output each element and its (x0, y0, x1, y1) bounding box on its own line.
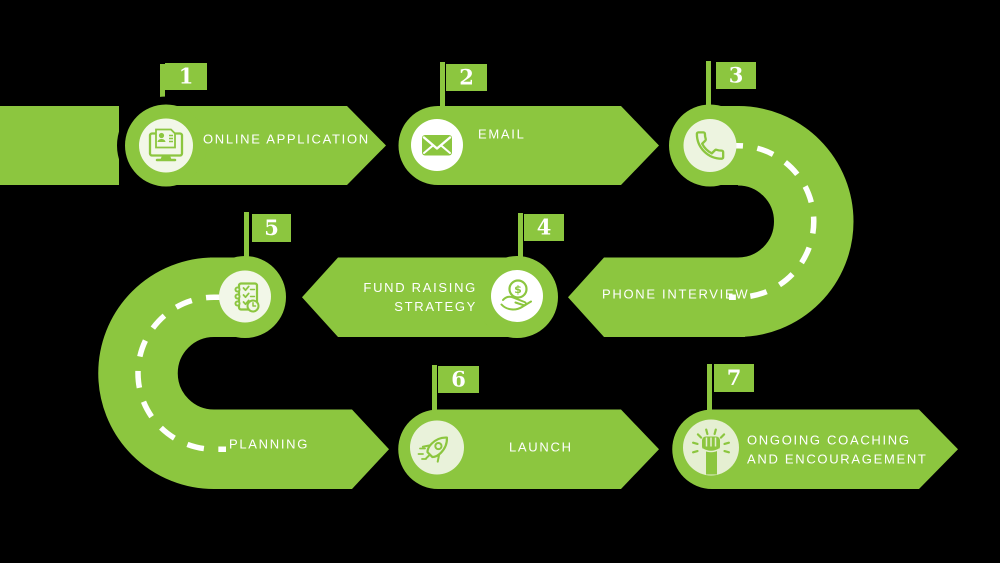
flag-marker-4: 4 (518, 213, 564, 261)
flag-banner (524, 214, 564, 241)
flag-banner (252, 214, 291, 242)
raised-fist-icon (692, 428, 730, 475)
flag-pole (160, 64, 165, 110)
step-1-icon-disc (139, 118, 193, 173)
flag-banner (714, 364, 754, 392)
flag-marker-2: 2 (440, 62, 487, 110)
flag-marker-5: 5 (244, 212, 291, 261)
step-2-icon-disc (411, 119, 463, 171)
checklist-clipboard-icon (234, 282, 260, 313)
step-2-label: EMAIL (478, 126, 526, 142)
rocket-icon (417, 436, 449, 463)
phone-interview-band (568, 257, 745, 337)
flag-number-4: 4 (537, 215, 552, 240)
icon-disc (410, 420, 464, 475)
road-dash-lines (135, 143, 817, 452)
step-7-label-line-2: AND ENCOURAGEMENT (747, 451, 928, 466)
left-u-turn-road (98, 257, 216, 489)
flag-pole (244, 212, 249, 261)
flag-pole (440, 62, 445, 110)
flag-banner (438, 366, 479, 393)
step-4-label-line-1: FUND RAISING (363, 280, 477, 295)
flag-number-2: 2 (459, 65, 474, 90)
online-application-icon (148, 128, 184, 162)
flag-marker-6: 6 (432, 365, 479, 413)
step-4-icon-disc: $ (491, 270, 543, 322)
step-7-label: ONGOING COACHING AND ENCOURAGEMENT (747, 432, 928, 469)
step-4-label-line-2: STRATEGY (394, 299, 477, 314)
flag-marker-7: 7 (707, 364, 754, 413)
planning-band (214, 409, 389, 489)
flag-pole (518, 213, 523, 261)
flag-number-6: 6 (451, 367, 466, 392)
step-6-label: LAUNCH (509, 439, 573, 455)
flag-banner (446, 64, 487, 91)
right-u-turn-road (736, 106, 854, 337)
step-1-band (166, 106, 386, 185)
flag-pole (432, 365, 437, 413)
flag-number-7: 7 (727, 365, 742, 390)
hand-holding-dollar-icon: $ (500, 279, 532, 311)
step-7-icon-disc (683, 419, 739, 476)
flag-marker-3: 3 (706, 61, 756, 110)
left-curve-dashes (135, 294, 226, 452)
step-3-label: PHONE INTERVIEW (602, 286, 750, 302)
step-4-label: FUND RAISING STRATEGY (320, 278, 477, 316)
dollar-symbol: $ (514, 283, 522, 296)
flag-number-1: 1 (179, 64, 194, 89)
step-5-icon-disc (219, 270, 271, 323)
step-3-icon-disc (683, 119, 737, 172)
flag-banner (716, 62, 756, 89)
flag-pole (707, 364, 712, 413)
road-entry-strip (0, 106, 119, 185)
step-5-label: PLANNING (229, 436, 310, 452)
step-6-band (438, 409, 659, 489)
fund-raising-band (302, 257, 517, 337)
step-2-band (438, 106, 659, 185)
flag-marker-1: 1 (160, 63, 207, 110)
flag-number-3: 3 (729, 63, 744, 88)
step-6-icon-disc (410, 420, 464, 475)
step-1-label: ONLINE APPLICATION (203, 131, 370, 147)
step-7-band (712, 409, 958, 489)
email-envelope-icon (422, 135, 452, 156)
right-curve-dashes (726, 143, 817, 300)
flag-banner (165, 63, 207, 90)
icon-disc (683, 119, 737, 172)
flag-pole (706, 61, 711, 110)
icon-disc (491, 270, 543, 322)
phone-handset-icon (695, 131, 725, 160)
step-7-label-line-1: ONGOING COACHING (747, 432, 911, 448)
flag-number-5: 5 (264, 215, 279, 240)
